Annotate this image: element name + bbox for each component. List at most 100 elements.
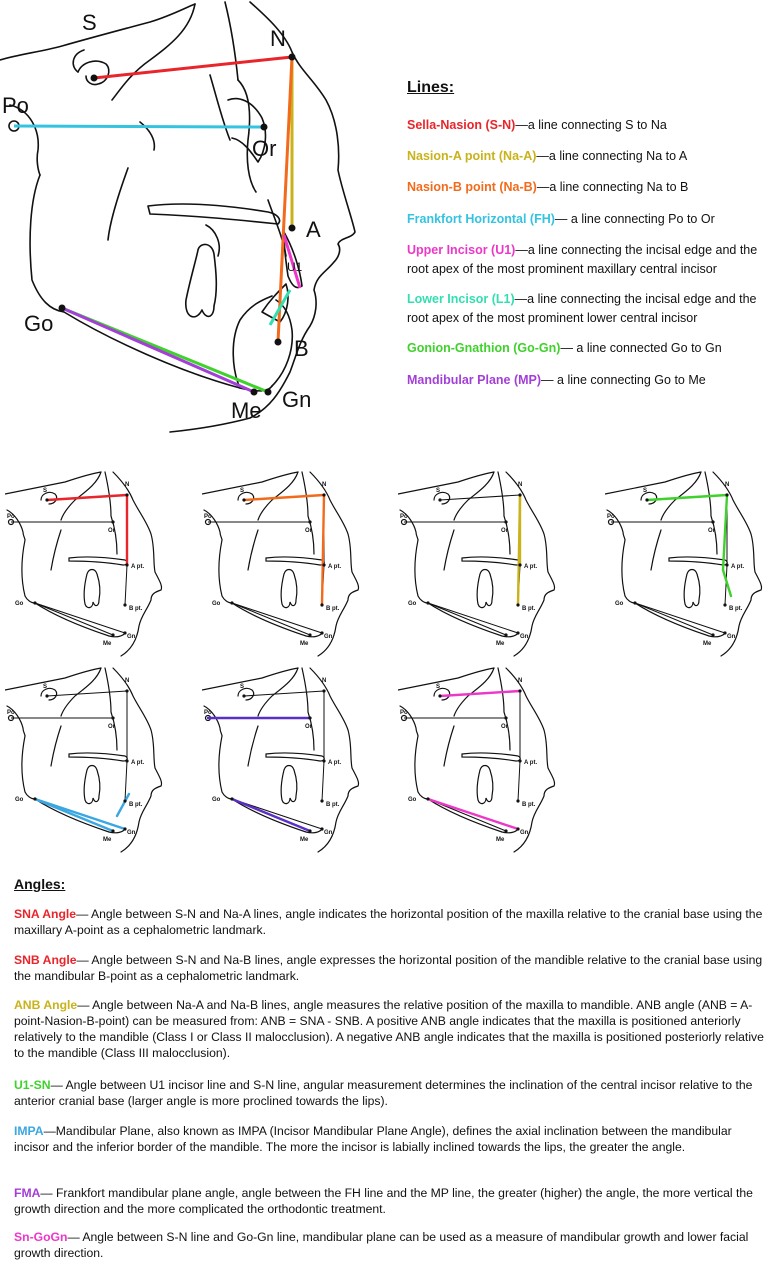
mini-label-me: Me bbox=[703, 641, 712, 647]
mini-point-go bbox=[230, 797, 234, 801]
mini-point-s bbox=[45, 498, 49, 502]
mini-point-n bbox=[518, 689, 522, 693]
mini-label-po: Po bbox=[7, 710, 15, 716]
u1-line bbox=[282, 234, 302, 289]
mini-label-apt: A pt. bbox=[131, 760, 144, 766]
legend-term: Sella-Nasion (S-N) bbox=[407, 118, 516, 132]
mini-point-b bbox=[123, 603, 127, 607]
angle-term: ANB Angle bbox=[14, 998, 78, 1012]
landmark-me: Me bbox=[231, 398, 262, 423]
mini-point-or bbox=[504, 716, 508, 720]
legend-term: Gonion-Gnathion (Go-Gn) bbox=[407, 341, 561, 355]
mini-point-go bbox=[33, 797, 37, 801]
mini-point-gn bbox=[516, 631, 520, 635]
mini-label-gn: Gn bbox=[127, 830, 136, 836]
mini-label-or: Or bbox=[501, 724, 509, 730]
angle-term: SNB Angle bbox=[14, 953, 77, 967]
legend-desc: —a line connecting Na to B bbox=[536, 180, 689, 194]
mini-skull-outline bbox=[5, 471, 163, 657]
mini-point-or bbox=[711, 520, 715, 524]
mini-highlight-line-2 bbox=[721, 568, 733, 598]
mini-point-a bbox=[518, 563, 522, 567]
mini-highlight-line-3 bbox=[33, 797, 127, 831]
mini-point-s bbox=[645, 498, 649, 502]
angle-item-fma: FMA— Frankfort mandibular plane angle, a… bbox=[14, 1185, 766, 1217]
angle-desc: — Angle between U1 incisor line and S-N … bbox=[14, 1078, 753, 1108]
mini-mp-line bbox=[34, 602, 114, 636]
legend-term: Mandibular Plane (MP) bbox=[407, 373, 542, 387]
mini-highlight-line-3 bbox=[721, 493, 729, 572]
mini-point-me bbox=[711, 633, 715, 637]
angle-item-anb: ANB Angle— Angle between Na-A and Na-B l… bbox=[14, 997, 766, 1061]
mini-point-s bbox=[242, 498, 246, 502]
mini-point-s bbox=[438, 694, 442, 698]
legend-desc: — a line connecting Po to Or bbox=[554, 212, 715, 226]
legend-desc: — a line connecting Go to Me bbox=[541, 373, 706, 387]
mini-label-po: Po bbox=[204, 710, 212, 716]
mini-sn-line bbox=[439, 494, 521, 501]
mini-label-or: Or bbox=[305, 528, 313, 534]
angle-item-snb: SNB Angle— Angle between S-N and Na-B li… bbox=[14, 952, 766, 984]
mini-ab-line bbox=[124, 564, 128, 606]
mini-point-a bbox=[125, 759, 129, 763]
angle-desc: — Frankfort mandibular plane angle, angl… bbox=[14, 1186, 753, 1216]
mini-label-apt: A pt. bbox=[524, 760, 537, 766]
mini-label-go: Go bbox=[15, 797, 24, 803]
mini-point-me bbox=[504, 633, 508, 637]
mini-label-go: Go bbox=[615, 601, 624, 607]
mini-point-me bbox=[111, 829, 115, 833]
mini-label-me: Me bbox=[300, 641, 309, 647]
mini-skull-outline bbox=[202, 471, 360, 657]
angle-item-sna: SNA Angle— Angle between S-N and Na-A li… bbox=[14, 906, 766, 938]
mini-point-b bbox=[123, 799, 127, 803]
mini-label-bpt: B pt. bbox=[522, 802, 536, 808]
landmark-points bbox=[58, 53, 296, 396]
legend-desc: —a line connecting the incisal edge and … bbox=[407, 243, 758, 276]
mini-label-gn: Gn bbox=[324, 830, 333, 836]
mini-point-a bbox=[322, 563, 326, 567]
legend-term: Nasion-A point (Na-A) bbox=[407, 149, 537, 163]
angles-section-title: Angles: bbox=[14, 876, 66, 892]
mini-point-go bbox=[426, 601, 430, 605]
mini-label-me: Me bbox=[103, 837, 112, 843]
mini-point-me bbox=[308, 633, 312, 637]
legend-item-l1: Lower Incisor (L1)—a line connecting the… bbox=[407, 290, 772, 328]
mini-label-gn: Gn bbox=[727, 634, 736, 640]
na-b-line bbox=[276, 56, 294, 343]
mini-gogn-line bbox=[34, 602, 126, 634]
mini-point-n bbox=[322, 493, 326, 497]
mini-point-n bbox=[125, 689, 129, 693]
mini-label-po: Po bbox=[204, 514, 212, 520]
legend-item-fh: Frankfort Horizontal (FH)— a line connec… bbox=[407, 210, 772, 229]
legend-term: Frankfort Horizontal (FH) bbox=[407, 212, 555, 226]
mini-label-po: Po bbox=[7, 514, 15, 520]
mini-label-s: S bbox=[43, 488, 47, 494]
mini-point-gn bbox=[723, 631, 727, 635]
mini-label-po: Po bbox=[607, 514, 615, 520]
mini-gogn-line bbox=[231, 602, 323, 634]
mini-label-po: Po bbox=[400, 514, 408, 520]
mini-label-s: S bbox=[436, 488, 440, 494]
mini-point-go bbox=[230, 601, 234, 605]
legend-desc: —a line connecting S to Na bbox=[515, 118, 667, 132]
angle-term: SNA Angle bbox=[14, 907, 77, 921]
mini-highlight-line-2 bbox=[516, 493, 522, 607]
legend-desc: — a line connected Go to Gn bbox=[560, 341, 722, 355]
mini-highlight-line-2 bbox=[320, 493, 326, 607]
mini-label-or: Or bbox=[305, 724, 313, 730]
mini-label-bpt: B pt. bbox=[129, 802, 143, 808]
mini-label-gn: Gn bbox=[324, 634, 333, 640]
mini-ab-line bbox=[724, 564, 728, 606]
mini-ab-line bbox=[124, 760, 128, 802]
mini-highlight-line-1 bbox=[645, 493, 729, 502]
mini-label-s: S bbox=[43, 684, 47, 690]
legend-term: Nasion-B point (Na-B) bbox=[407, 180, 537, 194]
main-cephalometric-diagram: S N Po Or A U1 Go B Me Gn bbox=[0, 1, 356, 433]
mini-label-s: S bbox=[643, 488, 647, 494]
angle-item-sn-gogn: Sn-GoGn— Angle between S-N line and Go-G… bbox=[14, 1229, 766, 1261]
